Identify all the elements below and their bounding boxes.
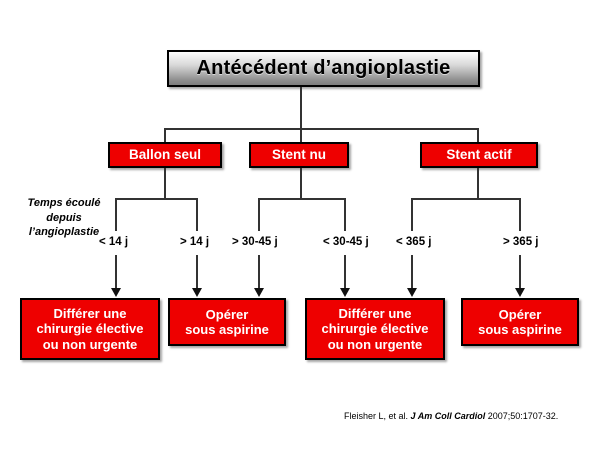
connector-ballon-stem <box>164 168 166 199</box>
connector-stent-actif-split-bus <box>411 198 521 200</box>
outcome-label-3: Différer une chirurgie élective ou non u… <box>322 306 429 352</box>
citation: Fleisher L, et al. J Am Coll Cardiol 200… <box>344 411 558 421</box>
outcome-4-line-2: sous aspirine <box>478 322 562 337</box>
side-note-line-1: Temps écoulé <box>27 197 101 209</box>
side-note-line-2: depuis <box>46 211 82 224</box>
outcome-box-operer-aspirine-1[interactable]: Opérer sous aspirine <box>168 298 286 346</box>
outcome-label-1: Différer une chirurgie élective ou non u… <box>37 306 144 352</box>
criterion-label-gt-14j: > 14 j <box>180 236 210 248</box>
category-label-ballon-seul: Ballon seul <box>128 147 201 163</box>
category-label-stent-nu: Stent nu <box>272 147 326 163</box>
criterion-label-lt-365j: < 365 j <box>396 236 432 248</box>
outcome-box-differer-chirurgie-2[interactable]: Différer une chirurgie élective ou non u… <box>305 298 445 360</box>
criterion-label-lt-14j: < 14 j <box>99 236 129 248</box>
outcome-1-line-1: Différer une <box>53 306 127 321</box>
outcome-4-line-1: Opérer <box>498 306 542 322</box>
connector-root-trunk <box>300 87 302 128</box>
citation-journal: J Am Coll Cardiol <box>410 411 486 421</box>
outcome-3-line-3: ou non urgente <box>327 336 423 352</box>
side-note-temps-ecoule: Temps écoulé depuis l’angioplastie <box>14 196 114 240</box>
connector-bus-to-stent-actif <box>477 128 479 144</box>
connector-stent-nu-left-upper <box>258 198 260 231</box>
outcome-2-line-1: Opérer <box>205 306 249 322</box>
root-node-label: Antécédent d’angioplastie <box>196 57 451 79</box>
connector-stent-nu-right-lower <box>344 255 346 288</box>
criterion-label-gt-365j: > 365 j <box>503 236 539 248</box>
connector-stent-actif-left-lower <box>411 255 413 288</box>
connector-stent-actif-left-upper <box>411 198 413 231</box>
outcome-1-line-2: chirurgie élective <box>36 321 144 337</box>
category-label-stent-actif: Stent actif <box>446 147 512 163</box>
category-box-stent-actif[interactable]: Stent actif <box>420 142 538 168</box>
outcome-box-differer-chirurgie-1[interactable]: Différer une chirurgie élective ou non u… <box>20 298 160 360</box>
arrowhead-to-outcome-3b <box>407 288 417 297</box>
citation-reference: 2007;50:1707-32. <box>485 411 559 421</box>
root-node-antecedent-angioplastie[interactable]: Antécédent d’angioplastie <box>167 50 480 87</box>
citation-authors: Fleisher L, et al. <box>344 411 411 421</box>
connector-stent-nu-left-lower <box>258 255 260 288</box>
connector-ballon-left-lower <box>115 255 117 288</box>
outcome-label-4: Opérer sous aspirine <box>478 307 562 338</box>
connector-ballon-right-upper <box>196 198 198 231</box>
connector-bus-to-ballon <box>164 128 166 144</box>
criterion-label-lt-30-45j: < 30-45 j <box>323 236 369 248</box>
connector-ballon-left-upper <box>115 198 117 231</box>
connector-stent-actif-stem <box>477 168 479 199</box>
connector-stent-nu-right-upper <box>344 198 346 231</box>
outcome-1-line-3: ou non urgente <box>42 336 138 352</box>
category-box-ballon-seul[interactable]: Ballon seul <box>108 142 222 168</box>
outcome-2-line-2: sous aspirine <box>185 322 269 337</box>
category-box-stent-nu[interactable]: Stent nu <box>249 142 349 168</box>
arrowhead-to-outcome-2a <box>192 288 202 297</box>
connector-bus-to-stent-nu <box>300 128 302 144</box>
criterion-label-gt-30-45j: > 30-45 j <box>232 236 278 248</box>
outcome-box-operer-aspirine-2[interactable]: Opérer sous aspirine <box>461 298 579 346</box>
outcome-label-2: Opérer sous aspirine <box>185 307 269 338</box>
connector-stent-nu-split-bus <box>258 198 346 200</box>
arrowhead-to-outcome-2b <box>254 288 264 297</box>
connector-stent-nu-stem <box>300 168 302 199</box>
connector-root-bus <box>164 128 479 130</box>
connector-ballon-split-bus <box>115 198 198 200</box>
side-note-line-3: l’angioplastie <box>28 226 100 239</box>
connector-stent-actif-right-lower <box>519 255 521 288</box>
connector-stent-actif-right-upper <box>519 198 521 231</box>
outcome-3-line-1: Différer une <box>338 306 412 321</box>
outcome-3-line-2: chirurgie élective <box>321 321 429 337</box>
connector-ballon-right-lower <box>196 255 198 288</box>
arrowhead-to-outcome-3a <box>340 288 350 297</box>
arrowhead-to-outcome-4a <box>515 288 525 297</box>
arrowhead-to-outcome-1a <box>111 288 121 297</box>
